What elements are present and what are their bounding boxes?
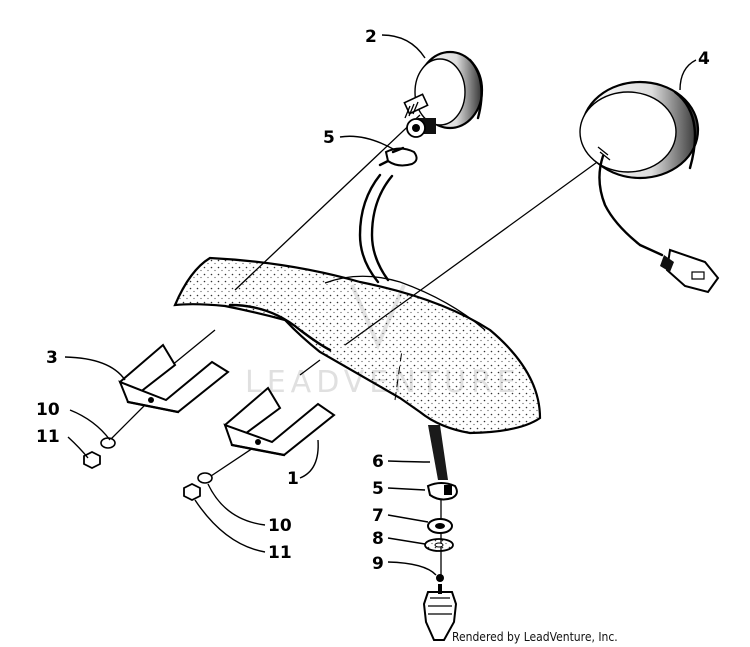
callout-6: 6 [372, 452, 384, 472]
callout-5-bottom: 5 [372, 479, 384, 499]
render-credit: Rendered by LeadVenture, Inc. [452, 630, 618, 644]
callout-5-top: 5 [323, 128, 335, 148]
callout-3: 3 [46, 348, 58, 368]
cable-lower-section [428, 425, 448, 480]
callout-8: 8 [372, 529, 384, 549]
gauge-large [579, 80, 720, 294]
hardware-stack [422, 482, 458, 641]
callouts: 2 4 5 3 10 11 1 6 5 7 8 9 10 11 [36, 27, 710, 574]
callout-11-left: 11 [36, 427, 60, 447]
bracket-3 [118, 343, 230, 414]
headlight-housing [173, 256, 542, 435]
callout-11-bottom: 11 [268, 543, 292, 563]
callout-7: 7 [372, 506, 384, 526]
callout-9: 9 [372, 554, 384, 574]
bracket-1 [223, 386, 336, 457]
cable-clamp-top [384, 146, 418, 167]
callout-2: 2 [365, 27, 377, 47]
callout-10-bottom: 10 [268, 516, 292, 536]
gauge-small [403, 50, 484, 138]
callout-10-left: 10 [36, 400, 60, 420]
callout-4: 4 [698, 49, 710, 69]
hardware-left [83, 437, 213, 502]
callout-leaders [64, 34, 697, 576]
callout-1: 1 [287, 469, 299, 489]
